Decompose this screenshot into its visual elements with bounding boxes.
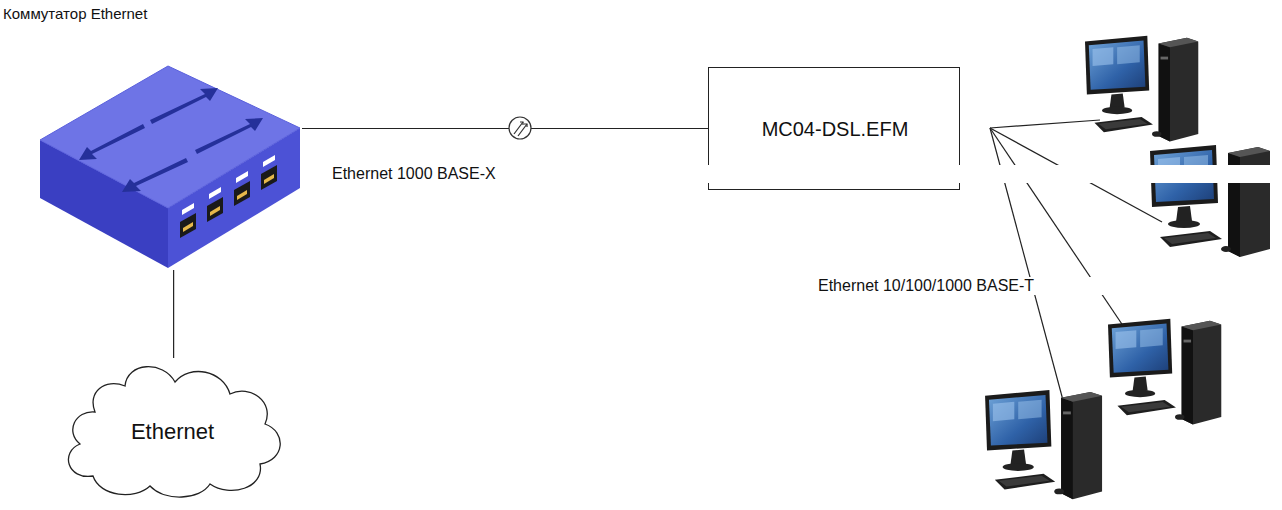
link-symbol [509, 117, 531, 139]
network-cloud: Ethernet [55, 352, 290, 504]
device-heading: Коммутатор Ethernet [3, 5, 147, 22]
link-line [302, 128, 708, 129]
link-line [173, 270, 174, 358]
workstation [985, 390, 1102, 499]
ethernet-switch: Коммутатор Ethernet [40, 60, 302, 270]
workstation [1085, 36, 1198, 142]
node-label: Ethernet [131, 419, 214, 445]
node-label: MC04-DSL.EFM [762, 118, 909, 141]
switch-illustration [40, 60, 302, 270]
workstation [1150, 145, 1270, 257]
link-label: Ethernet 1000 BASE-X [330, 165, 1282, 183]
interface-label: Ethernet 10/100/1000 BASE-T [816, 277, 1282, 295]
workstation [1108, 319, 1221, 425]
